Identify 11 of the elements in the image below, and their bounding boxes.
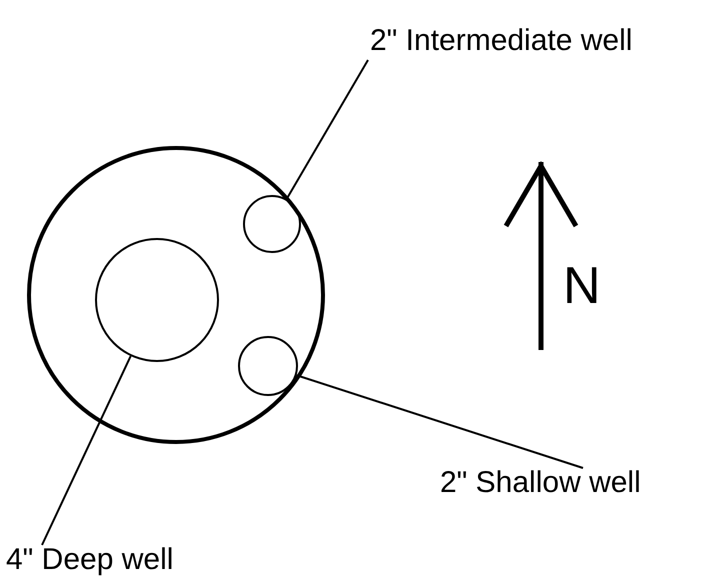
well-label: 2" Intermediate well	[370, 24, 632, 57]
leader-line	[286, 60, 369, 200]
well-circle	[95, 238, 219, 362]
leader-line	[296, 374, 584, 469]
well-circle	[238, 336, 298, 396]
north-label: N	[563, 258, 601, 316]
well-label: 2" Shallow well	[440, 466, 641, 499]
leader-line	[41, 356, 132, 546]
borehole-circle	[27, 146, 325, 444]
well-circle	[243, 195, 301, 253]
well-label: 4" Deep well	[6, 543, 174, 576]
